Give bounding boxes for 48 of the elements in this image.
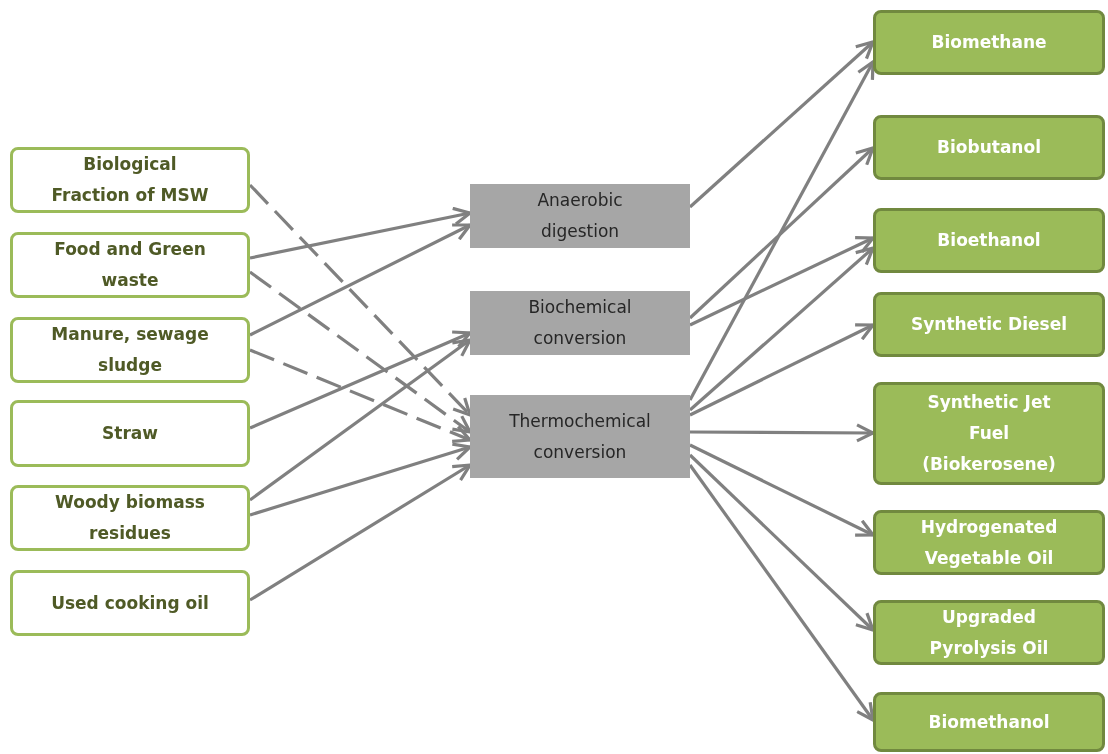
node-label: Manure, sewage sludge xyxy=(50,323,210,377)
feedstock-box xyxy=(10,232,250,298)
node-label: Upgraded Pyrolysis Oil xyxy=(928,605,1050,660)
arrow xyxy=(689,236,875,327)
product-box xyxy=(873,692,1105,752)
dashed-arrow xyxy=(248,183,472,417)
product-box xyxy=(873,115,1105,180)
arrow xyxy=(689,323,875,417)
node-label: Straw xyxy=(102,422,158,445)
node-label: Hydrogenated Vegetable Oil xyxy=(919,515,1059,570)
product-box xyxy=(873,600,1105,665)
arrow xyxy=(689,443,875,537)
node-label: Synthetic Diesel xyxy=(910,313,1068,336)
node-label: Biobutanol xyxy=(937,136,1041,159)
node-label: Thermochemical conversion xyxy=(508,409,652,464)
arrow xyxy=(249,442,472,517)
arrow xyxy=(249,463,472,602)
node-label: Biomethanol xyxy=(928,710,1050,734)
node-label: Biological Fraction of MSW xyxy=(50,153,210,207)
process-box xyxy=(470,395,690,478)
dashed-arrow xyxy=(249,270,472,434)
feedstock-box xyxy=(10,317,250,383)
process-box xyxy=(470,184,690,248)
node-label: Bioethanol xyxy=(937,229,1041,252)
arrow xyxy=(688,60,875,401)
feedstock-box xyxy=(10,570,250,636)
node-label: Woody biomass residues xyxy=(54,491,206,545)
node-label: Biomethane xyxy=(931,31,1047,54)
product-box xyxy=(873,382,1105,485)
node-label: Biochemical conversion xyxy=(527,296,633,350)
feedstock-box xyxy=(10,400,250,467)
node-label: Anaerobic digestion xyxy=(536,189,624,243)
node-label: Food and Green waste xyxy=(53,238,207,292)
feedstock-box xyxy=(10,147,250,213)
node-label: Synthetic Jet Fuel (Biokerosene) xyxy=(921,391,1057,476)
arrow xyxy=(249,223,472,337)
feedstock-box xyxy=(10,485,250,551)
product-box xyxy=(873,10,1105,75)
arrow xyxy=(690,423,875,443)
dashed-arrow xyxy=(249,348,472,443)
arrow xyxy=(249,330,472,430)
product-box xyxy=(873,510,1105,575)
node-label: Used cooking oil xyxy=(51,591,209,615)
arrow xyxy=(249,338,472,502)
process-box xyxy=(470,291,690,355)
product-box xyxy=(873,208,1105,273)
arrow xyxy=(249,206,472,260)
product-box xyxy=(873,292,1105,357)
